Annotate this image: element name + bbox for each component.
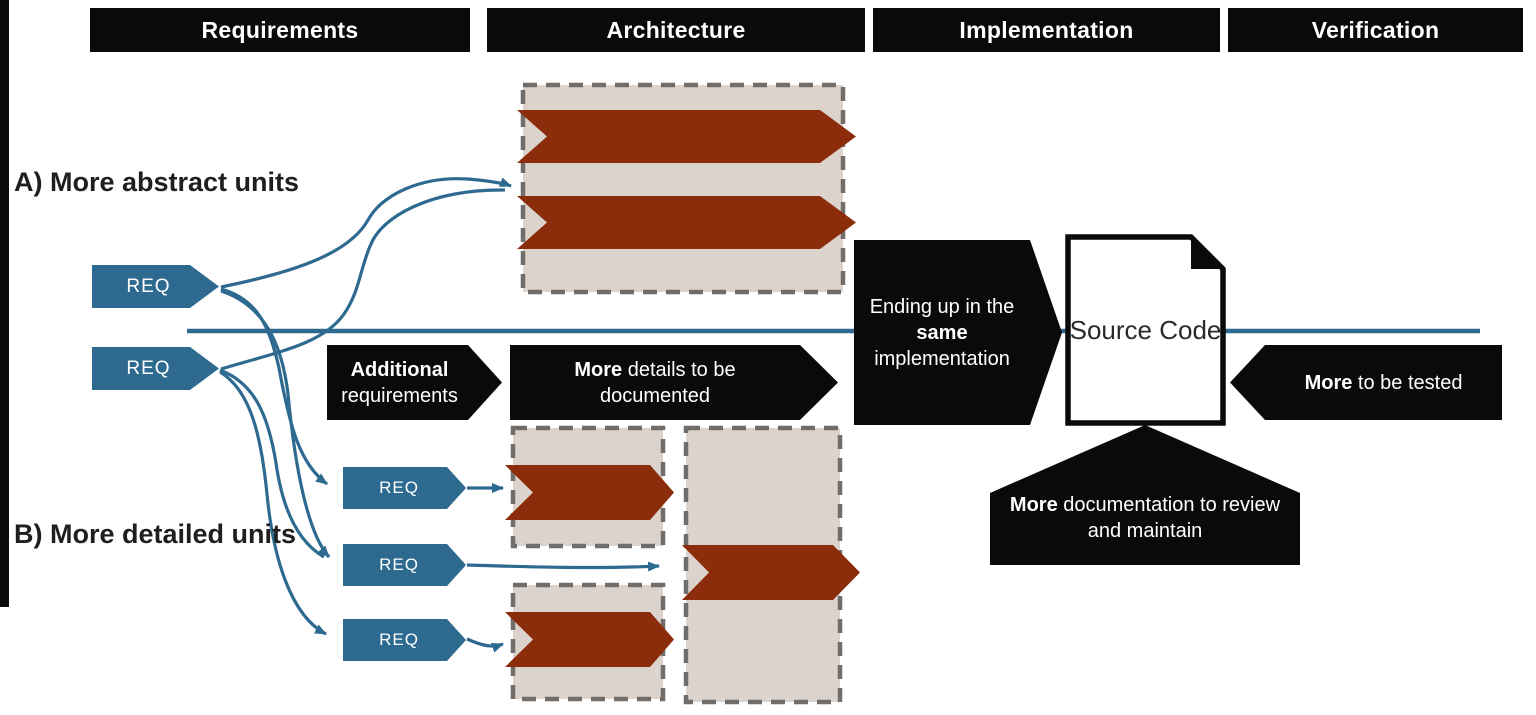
req-tag-a2-label: REQ bbox=[126, 357, 171, 379]
more-tested-arrow bbox=[1230, 345, 1502, 420]
ending-up-text: Ending up in the same implementation bbox=[869, 295, 1015, 370]
function-chevron-detailed-2 bbox=[682, 545, 860, 600]
req-tag-b2 bbox=[343, 544, 466, 586]
left-edge-bar bbox=[0, 0, 9, 607]
trace-curve-req-a2-to-abstract-unit bbox=[220, 188, 506, 371]
trace-curve-to-req-b2-first bbox=[220, 289, 331, 559]
trace-curve-to-req-b2-second bbox=[219, 368, 325, 559]
req-tag-b1-label: REQ bbox=[379, 478, 419, 497]
req-tag-b2-label: REQ bbox=[379, 555, 419, 574]
source-code-label: Source Code bbox=[1069, 314, 1222, 345]
more-tested-text: More to be tested bbox=[1304, 371, 1463, 394]
phase-header-implementation: Implementation bbox=[873, 8, 1220, 52]
req-tag-a1 bbox=[92, 265, 219, 308]
trace-curve-to-req-b3 bbox=[219, 370, 327, 636]
phase-header-requirements: Requirements bbox=[90, 8, 470, 52]
more-docs-house bbox=[990, 425, 1300, 565]
source-code-dogear bbox=[1191, 237, 1223, 269]
additional-requirements-text: Additional requirements bbox=[341, 358, 458, 407]
ending-up-arrow bbox=[854, 240, 1062, 425]
more-details-arrow bbox=[510, 345, 838, 420]
req-tag-a1-label: REQ bbox=[126, 275, 171, 297]
trace-curve-req-a1-to-abstract-unit bbox=[220, 177, 512, 289]
section-a-label: A) More abstract units bbox=[14, 167, 300, 197]
phase-header-verification: Verification bbox=[1228, 8, 1523, 52]
more-docs-text: More documentation to review and maintai… bbox=[1009, 494, 1281, 542]
req-tag-b3 bbox=[343, 619, 466, 661]
more-details-text: More details to be documented bbox=[574, 358, 736, 407]
function-chevron-detailed-1 bbox=[505, 465, 674, 520]
function-chevron-abstract-1 bbox=[517, 110, 856, 163]
req-tag-b3-label: REQ bbox=[379, 630, 419, 649]
req-tag-b1 bbox=[343, 467, 466, 509]
connector-req-b2-to-unit bbox=[466, 561, 660, 572]
function-chevron-abstract-2 bbox=[517, 196, 856, 249]
req-tag-a2 bbox=[92, 347, 219, 390]
connector-req-b3-to-unit bbox=[466, 637, 504, 653]
additional-requirements-arrow bbox=[327, 345, 502, 420]
function-chevron-detailed-3 bbox=[505, 612, 674, 667]
section-b-label: B) More detailed units bbox=[14, 519, 297, 549]
trace-curve-to-req-b1 bbox=[220, 287, 328, 486]
phase-header-architecture: Architecture bbox=[487, 8, 865, 52]
